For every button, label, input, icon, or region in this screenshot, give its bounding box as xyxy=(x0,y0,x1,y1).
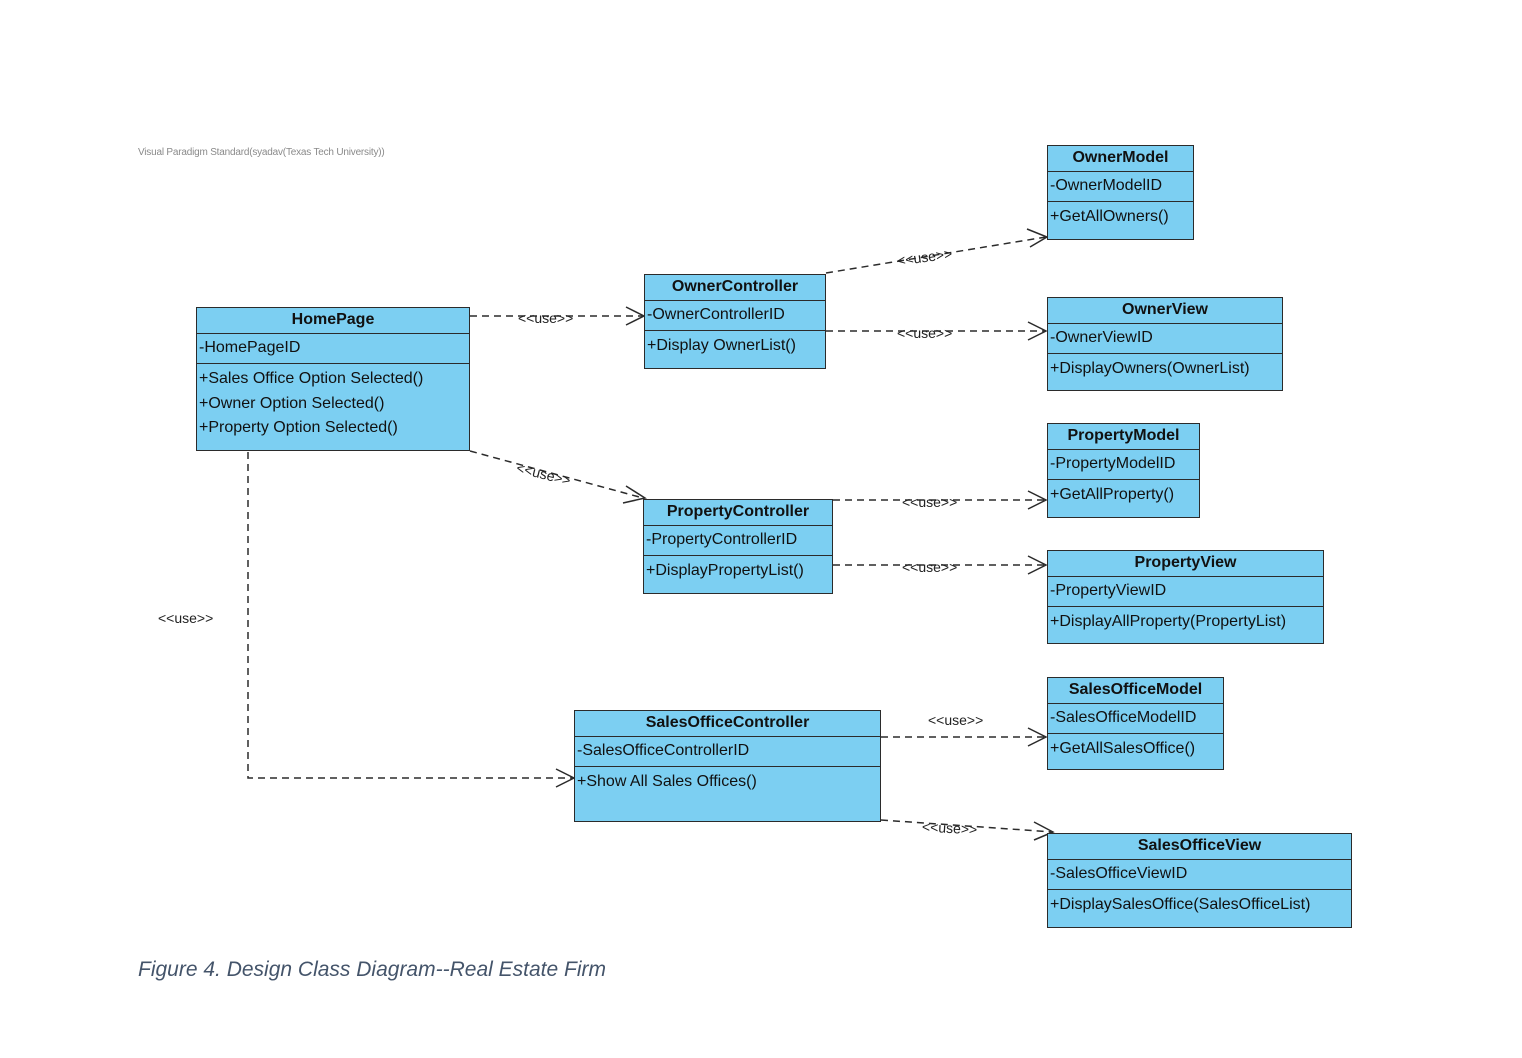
class-operations: +DisplayOwners(OwnerList) xyxy=(1048,354,1282,382)
class-name: PropertyView xyxy=(1048,551,1323,577)
class-name: HomePage xyxy=(197,308,469,334)
relation-label-propctrl-model: <<use>> xyxy=(902,494,958,510)
class-owner-controller[interactable]: OwnerController -OwnerControllerID +Disp… xyxy=(644,274,826,369)
relation-label-soctrl-view: <<use>> xyxy=(921,818,978,838)
class-name: OwnerController xyxy=(645,275,825,301)
class-attribute: -PropertyModelID xyxy=(1048,450,1199,480)
class-attribute: -HomePageID xyxy=(197,334,469,364)
class-operation: +DisplayAllProperty(PropertyList) xyxy=(1050,613,1287,630)
class-property-view[interactable]: PropertyView -PropertyViewID +DisplayAll… xyxy=(1047,550,1324,644)
class-operation: +Property Option Selected() xyxy=(199,419,398,436)
class-name: SalesOfficeView xyxy=(1048,834,1351,860)
class-property-model[interactable]: PropertyModel -PropertyModelID +GetAllPr… xyxy=(1047,423,1200,518)
class-operations: +DisplayPropertyList() xyxy=(644,556,832,584)
class-attribute: -SalesOfficeControllerID xyxy=(575,737,880,767)
class-operation: +GetAllOwners() xyxy=(1050,208,1169,225)
arrowhead-property-controller xyxy=(622,485,647,504)
relation-label-ownerctrl-view: <<use>> xyxy=(897,325,953,341)
arrowhead-salesoffice-view xyxy=(1033,821,1055,841)
class-attribute: -OwnerModelID xyxy=(1048,172,1193,202)
class-operation: +Show All Sales Offices() xyxy=(577,773,757,790)
class-attribute: -SalesOfficeViewID xyxy=(1048,860,1351,890)
class-attribute: -OwnerViewID xyxy=(1048,324,1282,354)
class-name: PropertyController xyxy=(644,500,832,526)
class-owner-view[interactable]: OwnerView -OwnerViewID +DisplayOwners(Ow… xyxy=(1047,297,1283,391)
class-homepage[interactable]: HomePage -HomePageID +Sales Office Optio… xyxy=(196,307,470,451)
class-name: OwnerModel xyxy=(1048,146,1193,172)
class-operations: +DisplaySalesOffice(SalesOfficeList) xyxy=(1048,890,1351,918)
arrowhead-owner-view xyxy=(1027,321,1048,341)
figure-caption: Figure 4. Design Class Diagram--Real Est… xyxy=(138,958,606,981)
class-operations: +Display OwnerList() xyxy=(645,331,825,359)
class-operation: +Sales Office Option Selected() xyxy=(199,370,424,387)
class-operation: +Owner Option Selected() xyxy=(199,394,385,412)
relation-label-home-salesoffice: <<use>> xyxy=(158,610,214,626)
class-operations: +Sales Office Option Selected() +Owner O… xyxy=(197,364,469,441)
class-operation: +DisplayPropertyList() xyxy=(646,562,804,579)
class-name: OwnerView xyxy=(1048,298,1282,324)
class-attribute: -SalesOfficeModelID xyxy=(1048,704,1223,734)
relation-label-home-owner: <<use>> xyxy=(518,310,574,326)
class-name: SalesOfficeController xyxy=(575,711,880,737)
class-operation: +Display OwnerList() xyxy=(647,337,796,354)
connector-home-salesoffice xyxy=(247,452,574,779)
watermark: Visual Paradigm Standard(syadav(Texas Te… xyxy=(138,147,385,158)
class-operation: +GetAllProperty() xyxy=(1050,486,1175,503)
arrowhead-salesoffice-model xyxy=(1027,727,1048,747)
class-operation: +GetAllSalesOffice() xyxy=(1050,740,1196,757)
class-operations: +DisplayAllProperty(PropertyList) xyxy=(1048,607,1323,635)
class-operations: +GetAllOwners() xyxy=(1048,202,1193,230)
class-salesoffice-view[interactable]: SalesOfficeView -SalesOfficeViewID +Disp… xyxy=(1047,833,1352,928)
relation-label-soctrl-model: <<use>> xyxy=(928,712,984,728)
class-property-controller[interactable]: PropertyController -PropertyControllerID… xyxy=(643,499,833,594)
class-name: SalesOfficeModel xyxy=(1048,678,1223,704)
class-attribute: -OwnerControllerID xyxy=(645,301,825,331)
class-salesoffice-model[interactable]: SalesOfficeModel -SalesOfficeModelID +Ge… xyxy=(1047,677,1224,770)
connector-soctrl-view xyxy=(880,819,1054,833)
class-attribute: -PropertyControllerID xyxy=(644,526,832,556)
class-attribute: -PropertyViewID xyxy=(1048,577,1323,607)
connector-home-property xyxy=(469,450,644,499)
class-operations: +GetAllSalesOffice() xyxy=(1048,734,1223,762)
connector-ownerctrl-model xyxy=(825,236,1047,274)
class-owner-model[interactable]: OwnerModel -OwnerModelID +GetAllOwners() xyxy=(1047,145,1194,240)
class-operations: +Show All Sales Offices() xyxy=(575,767,880,795)
class-salesoffice-controller[interactable]: SalesOfficeController -SalesOfficeContro… xyxy=(574,710,881,822)
class-operation: +DisplaySalesOffice(SalesOfficeList) xyxy=(1050,896,1311,913)
arrowhead-property-view xyxy=(1027,555,1048,575)
class-operation: +DisplayOwners(OwnerList) xyxy=(1050,360,1250,377)
class-operations: +GetAllProperty() xyxy=(1048,480,1199,508)
arrowhead-owner-model xyxy=(1026,228,1049,248)
class-name: PropertyModel xyxy=(1048,424,1199,450)
arrowhead-property-model xyxy=(1027,490,1048,510)
relation-label-propctrl-view: <<use>> xyxy=(902,559,958,575)
